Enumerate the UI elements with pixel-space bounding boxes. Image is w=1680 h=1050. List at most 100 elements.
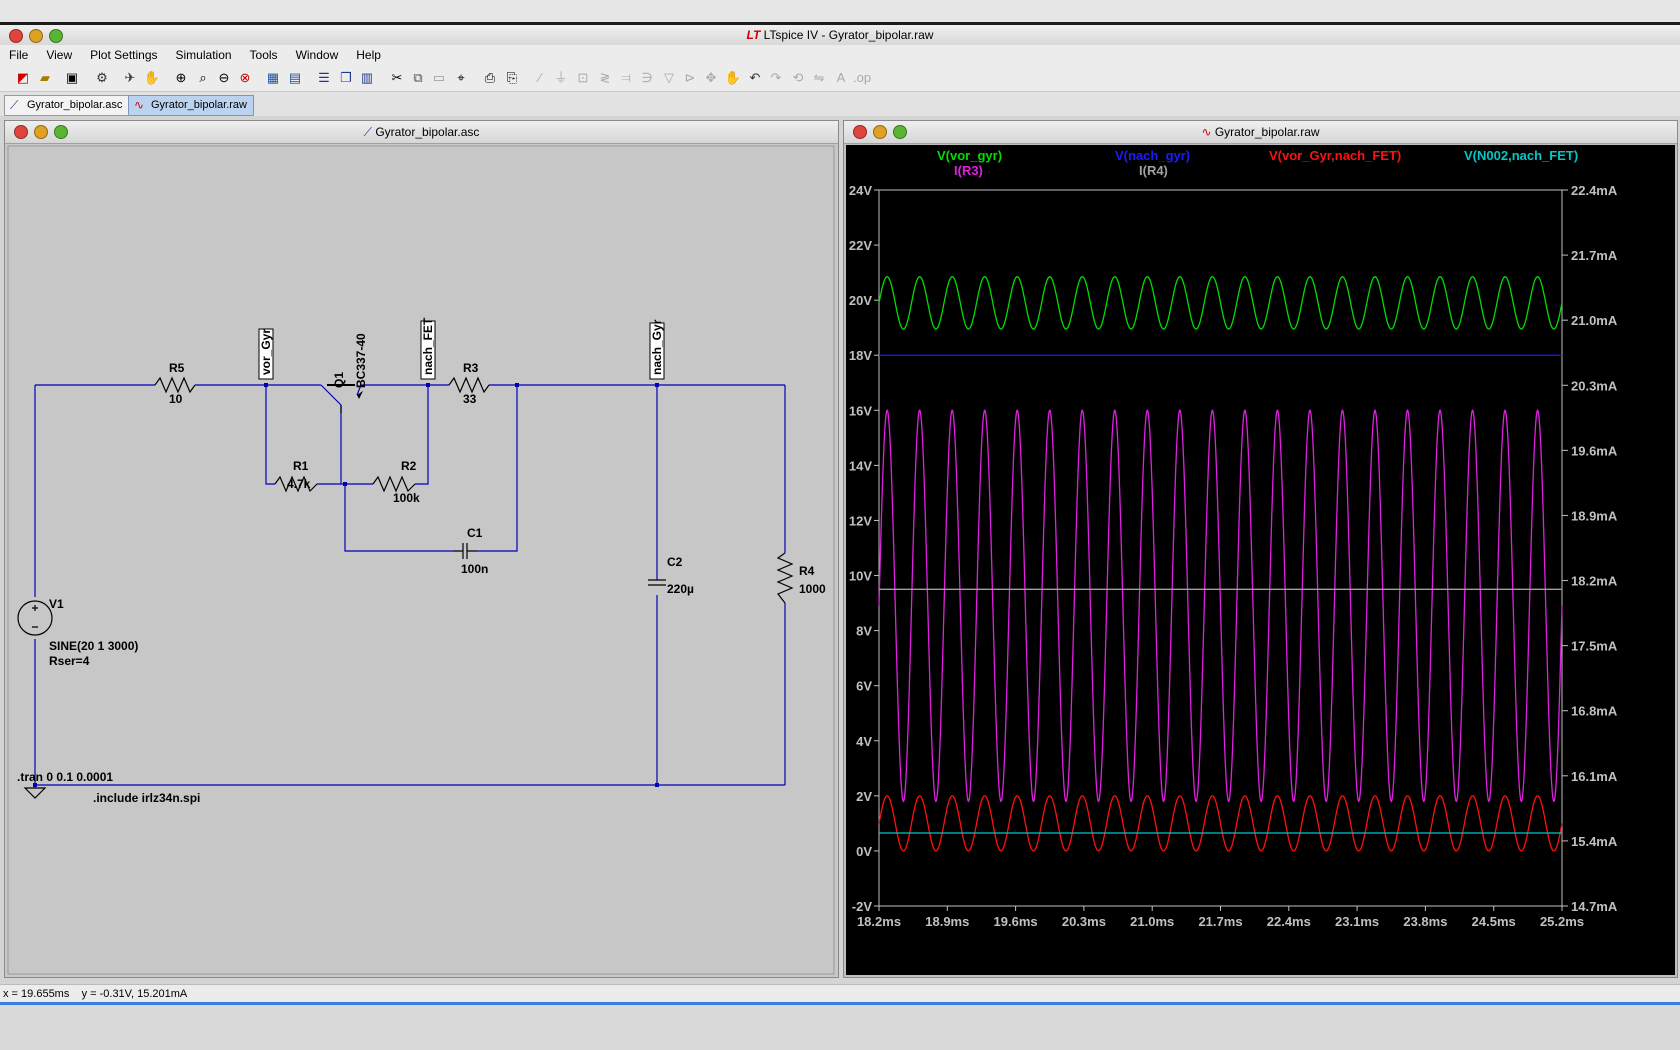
- autorange-icon[interactable]: ▦: [266, 70, 280, 85]
- r4-value[interactable]: 1000: [799, 582, 826, 596]
- tran-directive[interactable]: .tran 0 0.1 0.0001: [17, 770, 113, 784]
- r5-name[interactable]: R5: [169, 361, 185, 375]
- legend-i-r4[interactable]: I(R4): [1139, 163, 1168, 178]
- cut-icon[interactable]: ✂: [391, 70, 403, 85]
- menu-window[interactable]: Window: [295, 48, 339, 62]
- r3-value[interactable]: 33: [463, 392, 477, 406]
- schematic-zoom-button[interactable]: [54, 125, 68, 139]
- zoom-out-icon[interactable]: ⊖: [218, 70, 230, 85]
- rotate-icon[interactable]: ⟲: [792, 70, 804, 85]
- zoom-pan-icon[interactable]: ⌕: [199, 70, 207, 85]
- copy-icon[interactable]: ⧉: [413, 70, 423, 85]
- legend-v-vor-gyr[interactable]: V(vor_gyr): [937, 148, 1002, 163]
- tile-horizontal-icon[interactable]: ☰: [318, 70, 330, 85]
- redo-icon[interactable]: ↷: [770, 70, 782, 85]
- find-icon[interactable]: ⌖: [457, 70, 465, 85]
- save-icon[interactable]: ▣: [65, 70, 79, 85]
- schematic-canvas[interactable]: vor_Gyr nach_FET nach_Gyr R5 10 R3 33 R1…: [5, 143, 838, 977]
- run-icon[interactable]: ✈: [124, 70, 136, 85]
- c1-value[interactable]: 100n: [461, 562, 488, 576]
- minimize-button[interactable]: [29, 29, 43, 43]
- status-bar: x = 19.655ms y = -0.31V, 15.201mA: [0, 984, 1680, 1003]
- r1-value[interactable]: 4.7k: [287, 477, 311, 491]
- tab-waveform[interactable]: ∿ Gyrator_bipolar.raw: [128, 95, 254, 116]
- capacitor-icon[interactable]: ⫤: [621, 70, 631, 85]
- schematic-minimize-button[interactable]: [34, 125, 48, 139]
- q1-name[interactable]: Q1: [332, 372, 346, 388]
- r1-name[interactable]: R1: [293, 459, 309, 473]
- inductor-icon[interactable]: ∋: [641, 70, 653, 85]
- menu-simulation[interactable]: Simulation: [175, 48, 232, 62]
- zoom-button[interactable]: [49, 29, 63, 43]
- zoom-fit-icon[interactable]: ⊗: [239, 70, 251, 85]
- menu-tools[interactable]: Tools: [249, 48, 278, 62]
- v1-value[interactable]: SINE(20 1 3000): [49, 639, 138, 653]
- resistor-icon[interactable]: ≷: [599, 70, 611, 85]
- tile-vertical-icon[interactable]: ▥: [360, 70, 374, 85]
- q1-value[interactable]: BC337-40: [354, 333, 368, 388]
- menu-plot-settings[interactable]: Plot Settings: [90, 48, 158, 62]
- y-left-tick-label: -2V: [852, 899, 873, 914]
- zoom-in-icon[interactable]: ⊕: [175, 70, 187, 85]
- menu-help[interactable]: Help: [356, 48, 381, 62]
- r4-name[interactable]: R4: [799, 564, 815, 578]
- cascade-icon[interactable]: ❐: [340, 70, 352, 85]
- v1-name[interactable]: V1: [49, 597, 64, 611]
- menu-file[interactable]: File: [9, 48, 29, 62]
- paste-icon[interactable]: ▭: [432, 70, 446, 85]
- undo-icon[interactable]: ↶: [749, 70, 761, 85]
- netlabel-nach-gyr[interactable]: nach_Gyr: [650, 319, 664, 375]
- text-icon[interactable]: A: [836, 70, 846, 85]
- waveform-plot[interactable]: V(vor_gyr) V(nach_gyr) V(vor_Gyr,nach_FE…: [844, 143, 1677, 977]
- r5-value[interactable]: 10: [169, 392, 183, 406]
- menu-view[interactable]: View: [46, 48, 73, 62]
- schematic-junctions: [33, 383, 659, 787]
- close-button[interactable]: [9, 29, 23, 43]
- y-left-tick-label: 16V: [849, 403, 872, 418]
- legend-i-r3[interactable]: I(R3): [954, 163, 983, 178]
- c1-name[interactable]: C1: [467, 526, 483, 540]
- legend-v-n002-nach-fet[interactable]: V(N002,nach_FET): [1464, 148, 1578, 163]
- draw-wire-icon[interactable]: ∕: [538, 70, 542, 85]
- diode-icon[interactable]: ▽: [664, 70, 674, 85]
- settings-icon[interactable]: ⚙: [96, 70, 108, 85]
- ground-icon[interactable]: ⏚: [554, 70, 568, 85]
- manual-limits-icon[interactable]: ▤: [288, 70, 302, 85]
- legend-v-vor-gyr-nach-fet[interactable]: V(vor_Gyr,nach_FET): [1269, 148, 1401, 163]
- mirror-icon[interactable]: ⇋: [813, 70, 825, 85]
- schematic-close-button[interactable]: [14, 125, 28, 139]
- tab-schematic-label: Gyrator_bipolar.asc: [27, 99, 123, 111]
- label-net-icon[interactable]: ⊡: [577, 70, 589, 85]
- y-left-tick-label: 0V: [856, 844, 872, 859]
- waveform-zoom-button[interactable]: [893, 125, 907, 139]
- y-left-tick-label: 24V: [849, 183, 872, 198]
- y-left-tick-label: 18V: [849, 348, 872, 363]
- c2-value[interactable]: 220µ: [667, 582, 694, 596]
- spice-directive-icon[interactable]: .op: [853, 70, 872, 85]
- component-icon[interactable]: ⊳: [684, 70, 696, 85]
- waveform-close-button[interactable]: [853, 125, 867, 139]
- y-right-tick-label: 16.8mA: [1571, 704, 1618, 719]
- print-setup-icon[interactable]: ⎙: [484, 70, 496, 85]
- x-tick-label: 24.5ms: [1472, 914, 1516, 929]
- drag-icon[interactable]: ✋: [724, 70, 742, 85]
- v1-rser[interactable]: Rser=4: [49, 654, 90, 668]
- r2-name[interactable]: R2: [401, 459, 417, 473]
- r3-name[interactable]: R3: [463, 361, 479, 375]
- netlabel-vor-gyr[interactable]: vor_Gyr: [259, 329, 273, 375]
- r2-value[interactable]: 100k: [393, 491, 420, 505]
- tab-schematic[interactable]: ⟋ Gyrator_bipolar.asc: [4, 95, 130, 116]
- waveform-minimize-button[interactable]: [873, 125, 887, 139]
- include-directive[interactable]: .include irlz34n.spi: [93, 791, 200, 805]
- halt-icon[interactable]: ✋: [143, 70, 161, 85]
- open-icon[interactable]: ▰: [40, 70, 50, 85]
- legend-v-nach-gyr[interactable]: V(nach_gyr): [1115, 148, 1190, 163]
- netlabel-nach-fet[interactable]: nach_FET: [421, 317, 435, 375]
- bottom-separator: [0, 1002, 1680, 1005]
- x-tick-label: 23.8ms: [1403, 914, 1447, 929]
- move-icon[interactable]: ✥: [705, 70, 717, 85]
- waveform-window-title-bar: ∿ Gyrator_bipolar.raw: [844, 121, 1677, 144]
- c2-name[interactable]: C2: [667, 555, 683, 569]
- print-icon[interactable]: ⎘: [506, 70, 518, 85]
- new-schematic-icon[interactable]: ◩: [16, 70, 30, 85]
